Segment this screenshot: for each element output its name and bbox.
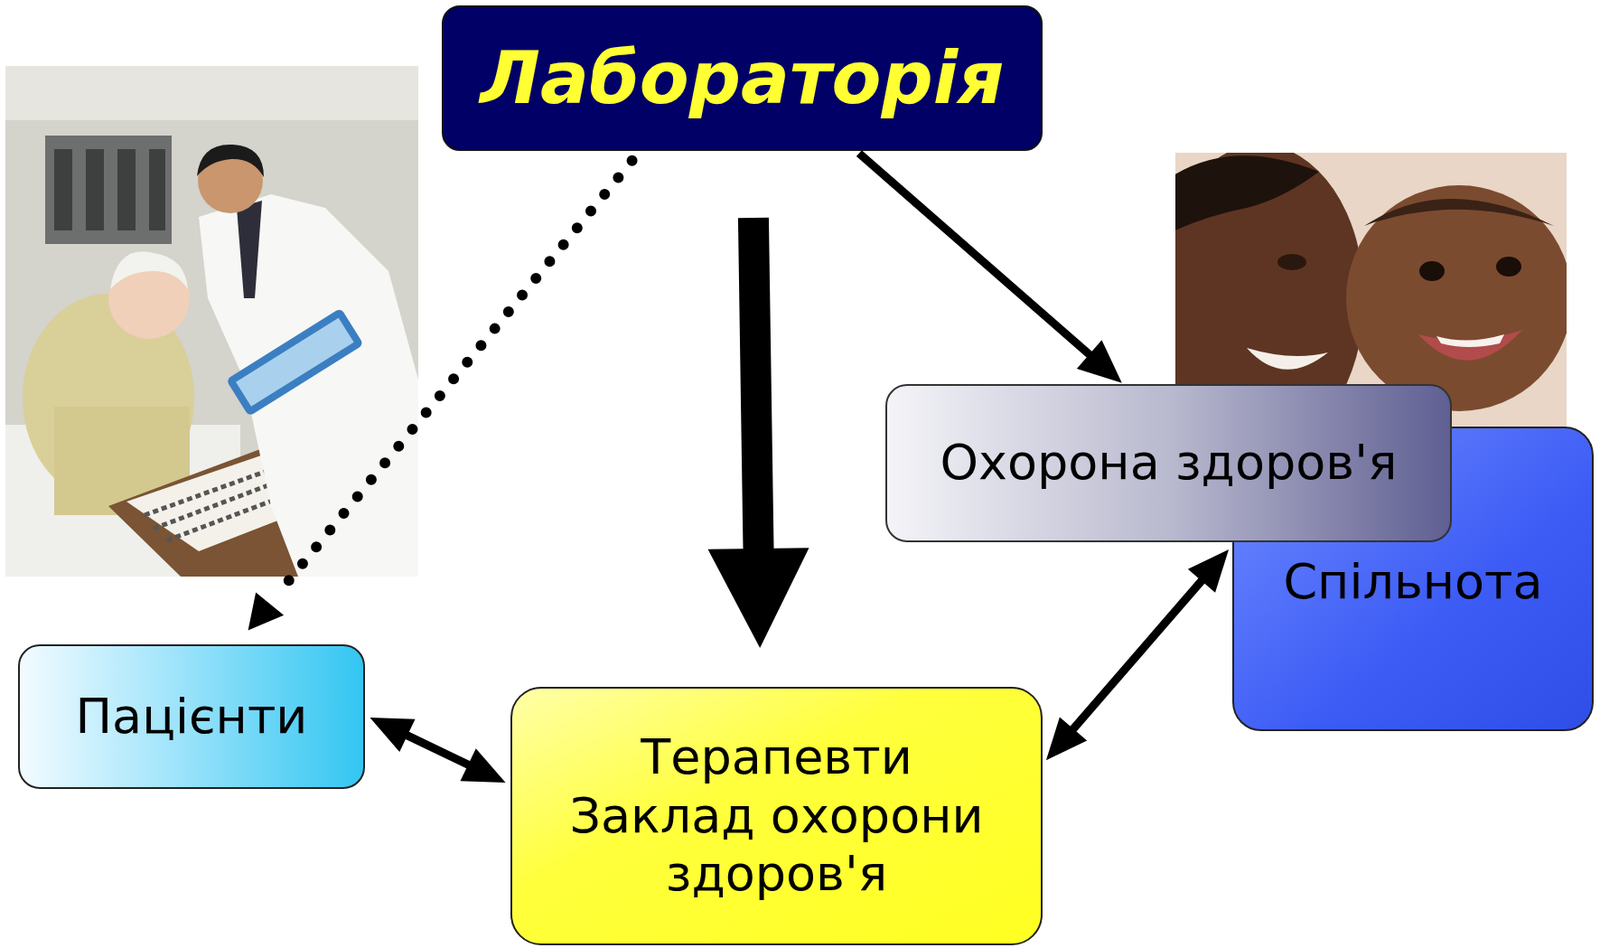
connector-line bbox=[402, 732, 475, 768]
node-label: Терапевти bbox=[640, 728, 912, 787]
lab-box: Лабораторія bbox=[441, 5, 1043, 151]
therapists-box: ТерапевтиЗаклад охорони здоров'я bbox=[510, 686, 1043, 946]
arrowhead bbox=[1046, 716, 1087, 760]
dotted-arrow bbox=[248, 160, 633, 631]
thick-arrow bbox=[708, 217, 810, 648]
node-label: Пацієнти bbox=[75, 687, 309, 747]
arrowhead bbox=[248, 591, 285, 630]
double-arrow bbox=[369, 717, 506, 783]
node-label: Спільнота bbox=[1282, 552, 1543, 612]
node-label: Охорона здоров'я bbox=[940, 433, 1398, 493]
arrowhead bbox=[708, 547, 810, 648]
connector-line bbox=[278, 160, 633, 594]
arrowhead bbox=[1076, 339, 1123, 383]
patients-box: Пацієнти bbox=[18, 644, 365, 789]
arrowhead bbox=[369, 717, 415, 752]
health-box: Охорона здоров'я bbox=[885, 383, 1452, 543]
arrowhead bbox=[459, 748, 506, 783]
arrow bbox=[859, 153, 1123, 384]
connector-line bbox=[753, 217, 759, 564]
connector-line bbox=[1069, 576, 1207, 734]
double-arrow bbox=[1046, 549, 1229, 760]
connector-line bbox=[859, 153, 1095, 359]
arrowhead bbox=[1188, 549, 1229, 593]
node-label: Заклад охорони здоров'я bbox=[551, 786, 1003, 905]
node-label: Лабораторія bbox=[480, 35, 1005, 122]
